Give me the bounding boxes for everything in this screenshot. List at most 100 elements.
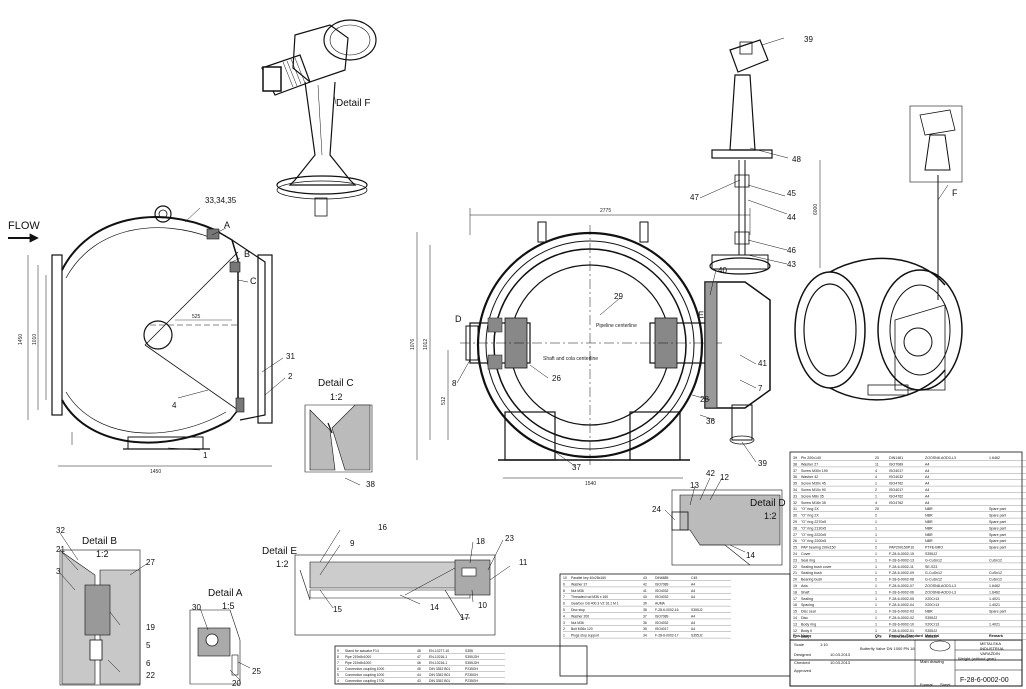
parts-mid-cell: 8: [563, 589, 565, 593]
parts-right-cell: Screw M10x 90: [801, 488, 826, 492]
callout-9: 9: [350, 539, 355, 548]
parts-mid-cell: 35: [643, 627, 647, 631]
callout-38: 38: [366, 480, 375, 489]
detail-a-title: Detail A: [208, 588, 243, 599]
callout-13: 13: [690, 481, 699, 490]
callout-33: 33,34,35: [205, 196, 237, 205]
callout-24: 24: [652, 505, 661, 514]
company-logo: [929, 640, 951, 652]
parts-right-cell: X20Cr13: [925, 622, 939, 626]
parts-right-cell: 1: [875, 603, 877, 607]
parts-left-cell: S355J2H: [465, 655, 479, 659]
callout-8: 8: [452, 379, 457, 388]
dim-2775: 2775: [600, 208, 611, 214]
parts-right-cell: S355J2: [925, 635, 937, 639]
parts-right-cell: S355J2: [925, 629, 937, 633]
parts-mid-cell: ISO7089: [655, 614, 668, 618]
parts-right-cell: Screw M8x 35: [801, 494, 824, 498]
parts-right-cell: Body II: [801, 629, 812, 633]
parts-mid-cell: A4: [691, 582, 695, 586]
tb-company-3: VARAŽDIN: [980, 651, 1000, 656]
callout-17: 17: [460, 613, 469, 622]
parts-mid-cell: F-28-6-0002-17: [655, 634, 679, 638]
letter-c: C: [250, 276, 257, 286]
parts-right-cell: G-CuSn12: [925, 558, 942, 562]
parts-right-cell: 1: [875, 635, 877, 639]
parts-right-cell: 1: [875, 494, 877, 498]
tb-scale-value: 1:10: [820, 642, 829, 647]
parts-right-cell: F-28-6-0002-05: [889, 597, 914, 601]
callout-36: 36: [706, 417, 715, 426]
callout-14a: 14: [430, 603, 439, 612]
pipeline-centerline-label: Pipeline centerline: [596, 323, 637, 329]
parts-right-cell: 1.4021: [989, 597, 1000, 601]
detail-a-scale: 1:5: [222, 601, 235, 611]
parts-right-cell: 4: [875, 475, 877, 479]
parts-right-cell: Disc: [801, 616, 808, 620]
parts-right-cell: 1: [875, 597, 877, 601]
parts-right-cell: 11: [793, 635, 797, 639]
parts-mid-cell: A4: [691, 595, 695, 599]
parts-right-cell: Sealing bush: [801, 571, 822, 575]
parts-left-cell: Connection coupling 1000: [345, 667, 384, 671]
tb-designed-label: Designed: [794, 652, 811, 657]
parts-right-cell: Spare part: [989, 507, 1006, 511]
parts-right-cell: F-28-6-0002-11: [889, 565, 914, 569]
parts-right-cell: 1: [875, 610, 877, 614]
callout-22: 22: [146, 671, 155, 680]
section-view-body: [8, 205, 273, 467]
parts-mid-cell: 36: [643, 621, 647, 625]
parts-mid-cell: ISO7089: [655, 582, 668, 586]
callout-4: 4: [172, 401, 177, 410]
letter-d: D: [455, 314, 462, 324]
parts-left-cell: DIN 3352 B01: [429, 667, 450, 671]
callout-40: 40: [718, 266, 727, 275]
parts-right-cell: S355J2: [925, 552, 937, 556]
tb-weight-label: Weight (without gear): [958, 656, 997, 661]
callout-11: 11: [519, 558, 528, 567]
parts-right-cell: F-28-6-0002-10: [889, 622, 914, 626]
detail-c-title: Detail C: [318, 378, 354, 389]
parts-right-cell: 4: [875, 501, 877, 505]
parts-mid-cell: ISO4017: [655, 627, 668, 631]
parts-right-cell: "O" ring 2130x5: [801, 526, 826, 530]
parts-right-cell: "O" ring 2200x5: [801, 539, 826, 543]
parts-mid-cell: 4: [563, 614, 565, 618]
parts-right-cell: A4: [925, 482, 929, 486]
tb-scale-label: Scale: [794, 642, 805, 647]
parts-mid-cell: 38: [643, 608, 647, 612]
dim-6000: 6000: [813, 204, 819, 215]
callout-44: 44: [787, 213, 796, 222]
parts-right-cell: ISO4017: [889, 469, 903, 473]
tb-subtitle: Main drawing: [920, 659, 944, 664]
parts-right-cell: Spare part: [989, 610, 1006, 614]
parts-left-cell: P235GH: [465, 673, 479, 677]
callout-31: 31: [286, 352, 295, 361]
parts-mid-cell: A4: [691, 621, 695, 625]
dim-1076: 1076: [410, 339, 416, 350]
flow-label: FLOW: [8, 220, 40, 232]
parts-mid-cell: C45: [691, 576, 697, 580]
dim-512: 512: [441, 396, 447, 405]
parts-right-cell: 16: [793, 603, 797, 607]
parts-left-cell: 46: [417, 661, 421, 665]
parts-mid-cell: ISO4032: [655, 621, 668, 625]
parts-mid-cell: Disc stop: [571, 608, 585, 612]
tb-checked-label: Checked: [794, 660, 810, 665]
callout-21: 21: [56, 545, 65, 554]
parts-right-cell: "O" ring 2220x5: [801, 533, 826, 537]
callout-1: 1: [203, 451, 208, 460]
parts-mid-cell: 37: [643, 614, 647, 618]
callout-41: 41: [758, 359, 767, 368]
parts-right-cell: 2: [875, 514, 877, 518]
parts-mid-cell: Nut M36: [571, 589, 584, 593]
detail-c-scale: 1:2: [330, 392, 343, 402]
parts-right-cell: 11: [875, 462, 879, 466]
callout-29: 29: [614, 292, 623, 301]
parts-right-cell: "O" ring 2270x5: [801, 520, 826, 524]
parts-mid-cell: 40: [643, 595, 647, 599]
parts-left-cell: EN-10277-10: [429, 649, 449, 653]
parts-right-cell: S355J2: [925, 616, 937, 620]
parts-right-cell: A4: [925, 475, 929, 479]
